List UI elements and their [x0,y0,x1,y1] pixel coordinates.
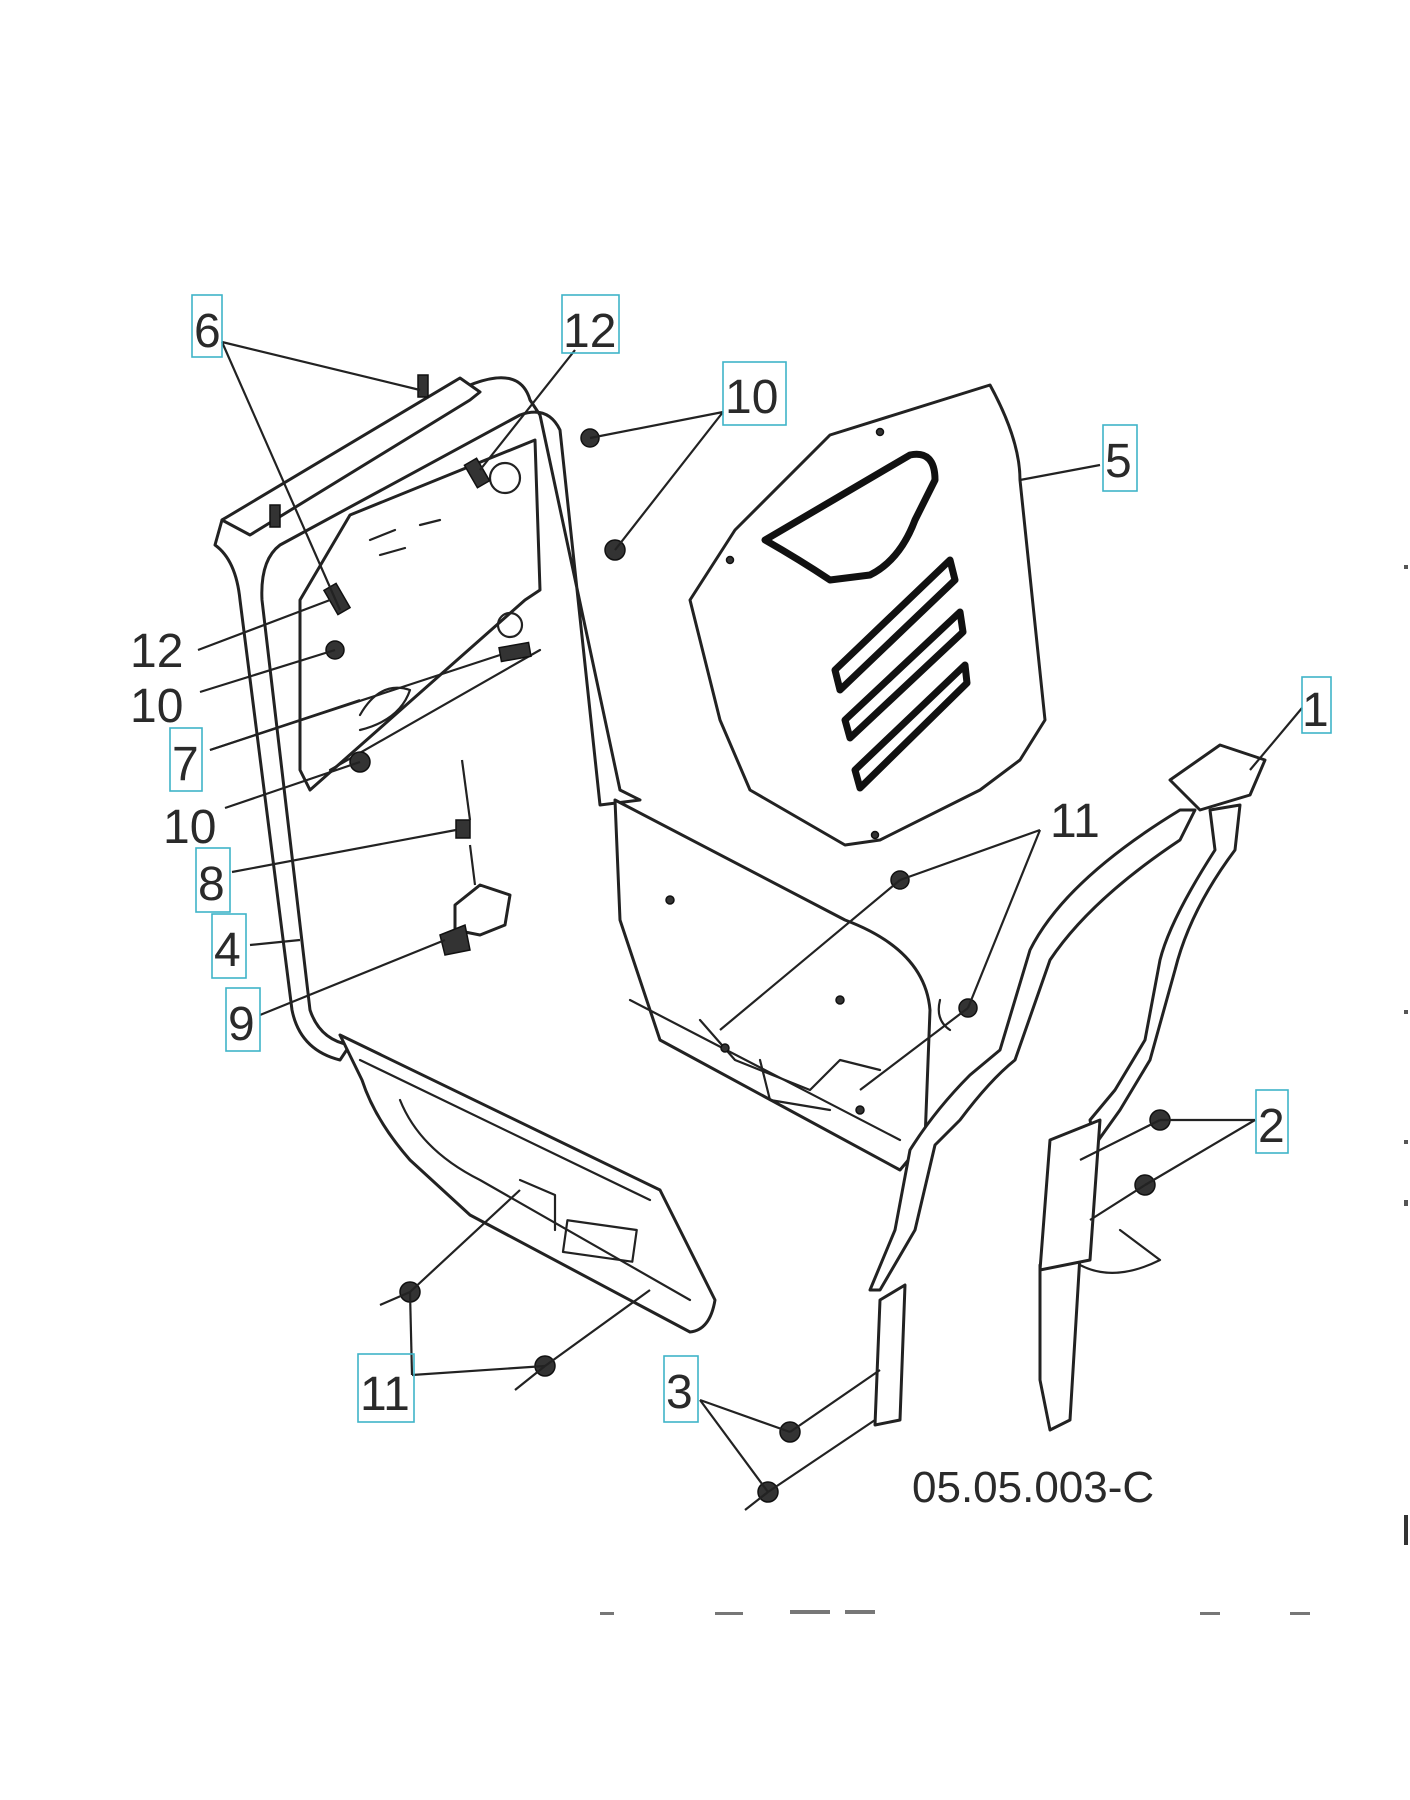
hardware [269,374,1171,1503]
callout-11-right: 11 [1050,795,1100,848]
drawing-code: 05.05.003-C [912,1463,1154,1512]
callout-1: 1 [1302,684,1329,737]
lever-assembly-part-1 [868,743,1267,1432]
callouts: 6 12 10 5 1 12 10 7 10 8 4 9 11 2 11 3 [130,294,1332,1423]
callout-7: 7 [172,738,199,791]
callout-12-top: 12 [563,305,616,358]
leader-lines [197,340,1303,1511]
callout-10-top: 10 [725,371,778,424]
callout-8: 8 [198,858,225,911]
callout-5: 5 [1105,435,1132,488]
callout-4: 4 [214,924,241,977]
callout-6: 6 [194,305,221,358]
callout-10-left-a: 10 [130,680,183,733]
callout-2: 2 [1258,1100,1285,1153]
inner-panel [298,438,542,792]
callout-3: 3 [666,1366,693,1419]
callout-10-left-b: 10 [163,801,216,854]
callout-11-bottom: 11 [360,1368,410,1421]
frame-part-4 [213,376,717,1334]
callout-12-left: 12 [130,625,183,678]
edge-marks [600,565,1408,1615]
cover-panel-part-5 [688,383,1047,847]
callout-9: 9 [228,998,255,1051]
